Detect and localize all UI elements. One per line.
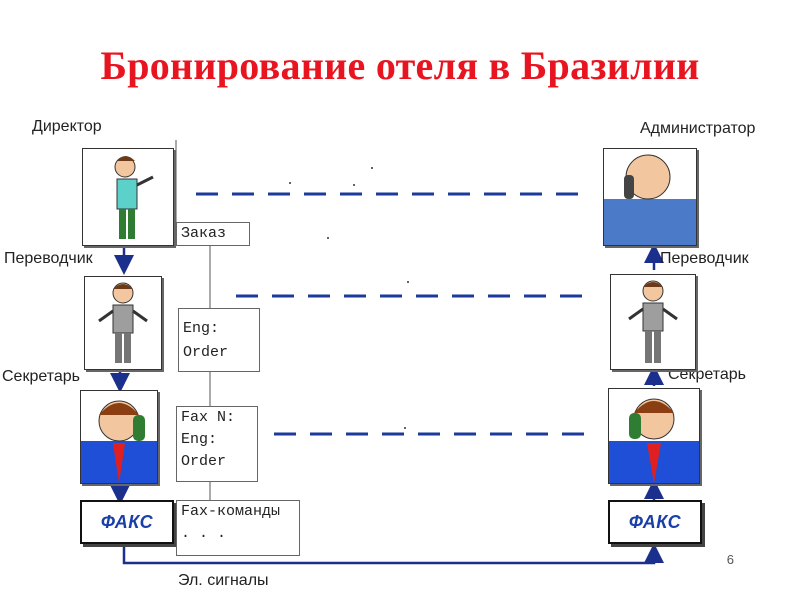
note-fax-commands: Fax-команды . . . — [176, 500, 300, 556]
person-on-phone-icon — [604, 154, 696, 245]
label-signals: Эл. сигналы — [178, 572, 269, 589]
note-eng2-label: Eng: — [181, 431, 218, 448]
translator-figure-right — [610, 274, 696, 370]
director-figure — [82, 148, 174, 246]
page-number: 6 — [726, 552, 734, 567]
note-eng-order: Eng: Order — [178, 308, 260, 372]
person-on-phone-icon — [81, 400, 157, 483]
note-order2-label: Order — [181, 453, 227, 470]
note-fax-eng-order: Fax N: Eng: Order — [176, 406, 258, 482]
fax-left: ФАКС — [80, 500, 174, 544]
fax-right-label: ФАКС — [628, 511, 682, 532]
fax-left-label: ФАКС — [100, 511, 154, 532]
signal-line — [122, 543, 664, 565]
secretary-figure-left — [80, 390, 158, 484]
note-fax-commands-label: Fax-команды — [181, 503, 281, 520]
administrator-figure — [603, 148, 697, 246]
note-dots: . . . — [181, 525, 227, 542]
note-order-label: Order — [183, 344, 229, 361]
note-order-text: Заказ — [181, 225, 227, 242]
person-pointing-icon — [114, 156, 154, 239]
note-order: Заказ — [176, 222, 250, 246]
label-translator-left: Переводчик — [4, 250, 93, 267]
label-secretary-right: Секретарь — [668, 366, 746, 383]
label-secretary-left: Секретарь — [2, 368, 80, 385]
slide-title: Бронирование отеля в Бразилии — [100, 43, 700, 88]
note-fax-n: Fax N: — [181, 409, 236, 426]
person-shrug-icon — [628, 280, 678, 363]
note-eng-label: Eng: — [183, 320, 220, 337]
person-shrug-icon — [98, 282, 148, 363]
person-on-phone-icon — [609, 398, 699, 483]
label-administrator: Администратор — [640, 120, 756, 137]
fax-right: ФАКС — [608, 500, 702, 544]
secretary-figure-right — [608, 388, 700, 484]
translator-figure-left — [84, 276, 162, 370]
label-translator-right: Переводчик — [660, 250, 749, 267]
label-director: Директор — [32, 118, 102, 135]
